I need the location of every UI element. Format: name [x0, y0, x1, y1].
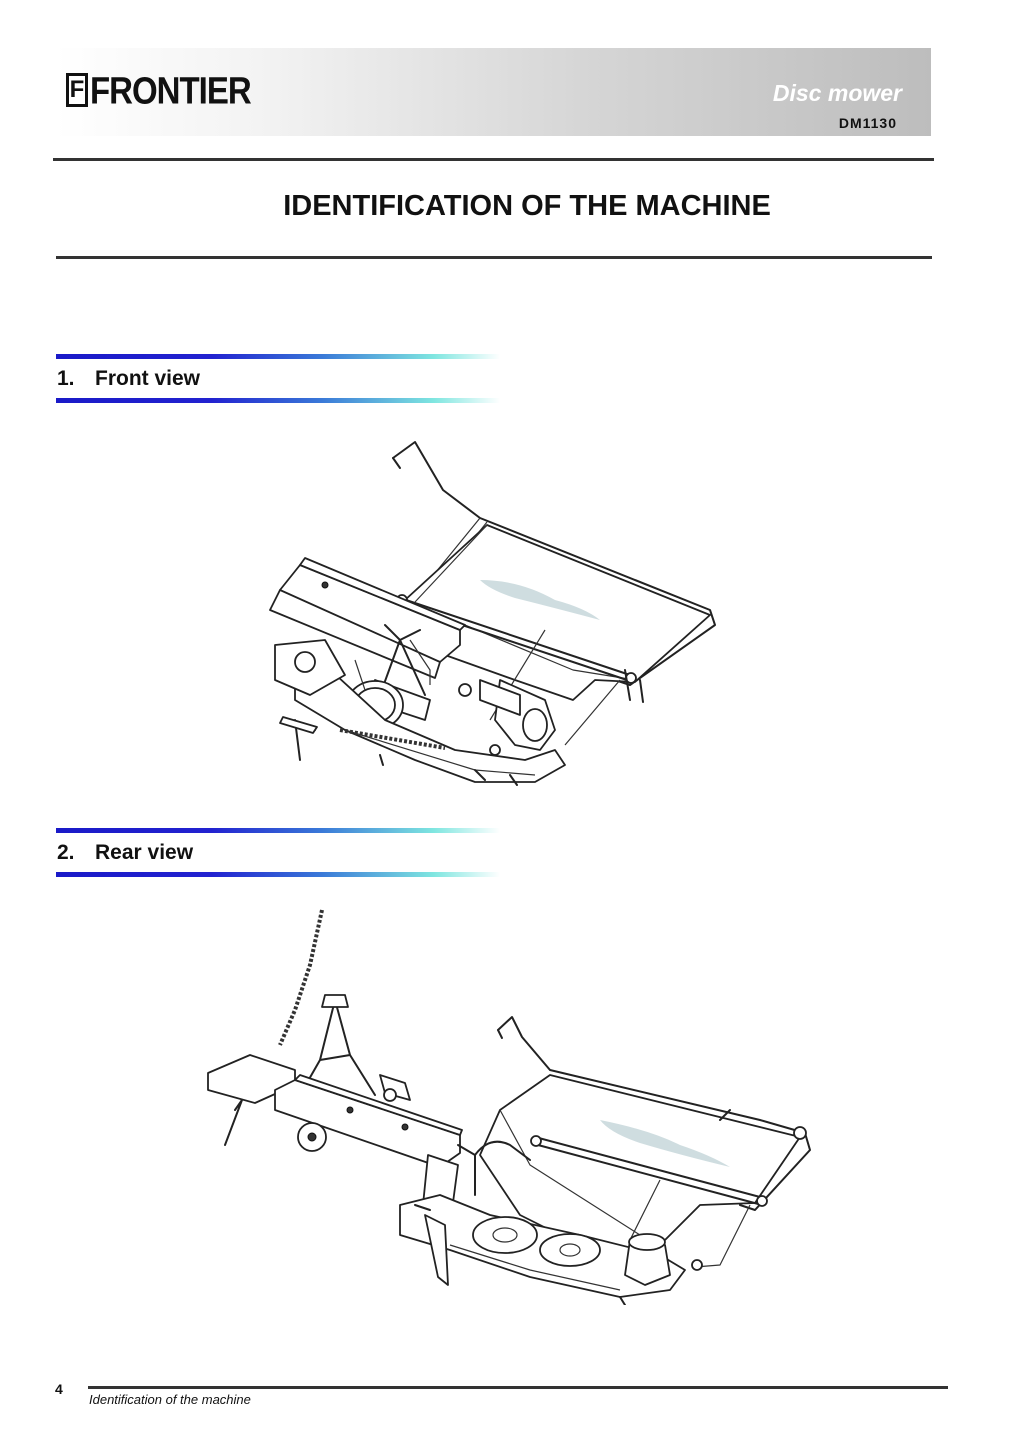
product-name: Disc mower [772, 80, 902, 106]
section-number: 1. [57, 367, 75, 390]
header-divider [53, 158, 934, 161]
section-label: Rear view [95, 841, 194, 864]
section-number: 2. [57, 841, 75, 864]
section-bar-bottom [56, 872, 500, 877]
rear-view-illustration [207, 909, 811, 1305]
front-view-illustration [269, 441, 716, 786]
section-bar-top [56, 354, 500, 359]
section-heading-rear-view: 2. Rear view [57, 841, 193, 865]
footer-section-title: Identification of the machine [89, 1392, 251, 1407]
frontier-logo: F FRONTIER [66, 68, 252, 112]
logo-text: FRONTIER [90, 68, 252, 112]
section-label: Front view [95, 367, 201, 390]
footer-divider [88, 1386, 948, 1389]
model-code: DM1130 [838, 115, 897, 131]
section-bar-top [56, 828, 500, 833]
header-banner [55, 48, 931, 136]
logo-mark: F [66, 73, 88, 107]
section-heading-front-view: 1. Front view [57, 367, 200, 391]
section-bar-bottom [56, 398, 500, 403]
page-number: 4 [55, 1381, 63, 1397]
title-divider [56, 256, 932, 259]
page-title: IDENTIFICATION OF THE MACHINE [283, 190, 771, 222]
